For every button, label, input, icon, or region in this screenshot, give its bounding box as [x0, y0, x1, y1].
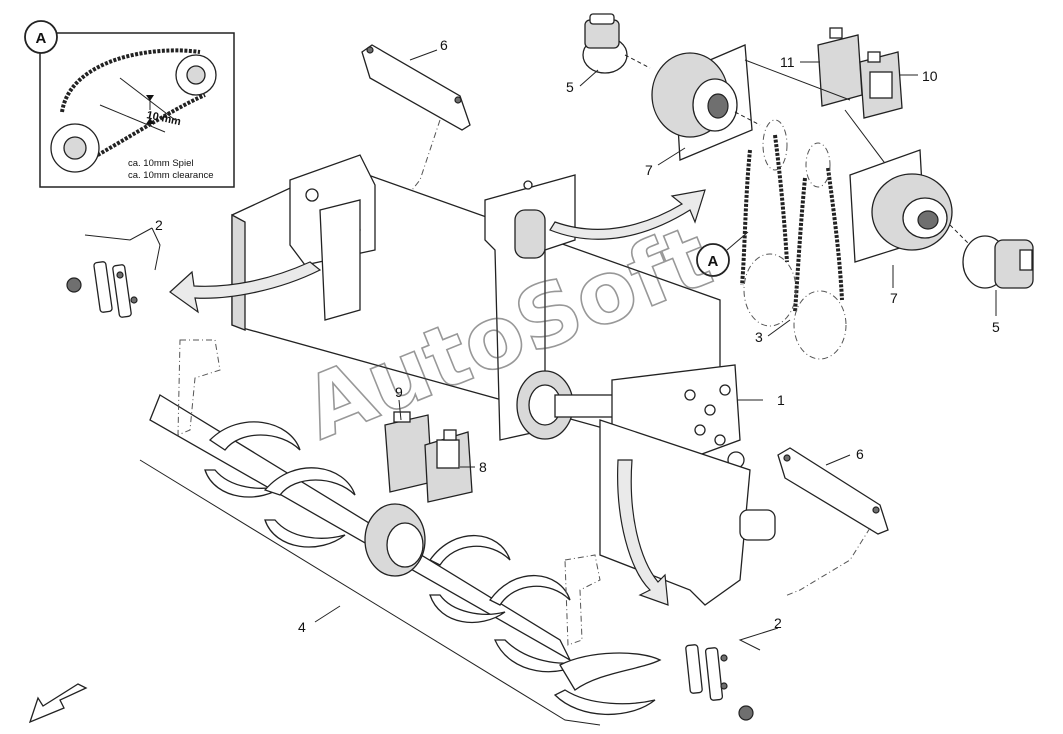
auger-flight-4 — [489, 575, 586, 673]
detail-badge-chain: A — [696, 231, 749, 277]
detail-badge-inset-letter: A — [36, 30, 47, 47]
callout-frame: 1 — [777, 392, 785, 408]
detail-badge-chain-letter: A — [708, 253, 719, 270]
callout-cover-top: 6 — [440, 37, 448, 53]
auger-assembly — [139, 339, 662, 726]
callout-cover-right: 6 — [856, 446, 864, 462]
callout-labels: 2 6 5 7 11 10 7 5 3 1 6 2 8 9 4 — [155, 37, 1000, 635]
arrow-lower-right — [617, 459, 669, 606]
oil-bottle-small — [424, 429, 473, 503]
callout-oil-small: 8 — [479, 459, 487, 475]
arrow-left-frame — [169, 261, 322, 314]
callout-bracket-right: 2 — [774, 615, 782, 631]
callout-oil-big: 9 — [395, 384, 403, 400]
callout-bracket-left: 2 — [155, 217, 163, 233]
gearbox-right — [849, 149, 971, 263]
gearbox-top — [651, 44, 761, 161]
bracket-set-left — [66, 261, 138, 318]
auger-drive-hub — [364, 503, 426, 577]
detail-inset-a: 10 mm ca. 10mm Spiel ca. 10mm clearance — [39, 32, 235, 188]
callout-chain: 3 — [755, 329, 763, 345]
callout-canister-right: 10 — [922, 68, 938, 84]
bracket-set-right — [685, 644, 754, 721]
cover-plate-top — [361, 44, 471, 196]
callout-motor-right: 5 — [992, 319, 1000, 335]
cover-plate-right — [777, 447, 889, 597]
callout-motor-top: 5 — [566, 79, 574, 95]
oil-canister-large-top — [817, 27, 863, 107]
callout-gearbox-right: 7 — [890, 290, 898, 306]
inset-chain-drive — [50, 48, 217, 173]
callout-canister-left: 11 — [780, 54, 795, 70]
callout-auger: 4 — [298, 619, 306, 635]
oil-canister-small-top — [859, 51, 903, 119]
inset-note-german: ca. 10mm Spiel — [128, 158, 193, 169]
main-frame — [231, 154, 776, 606]
auger-flight-3 — [429, 535, 511, 624]
auger-flight-5 — [553, 652, 662, 716]
inset-note-english: ca. 10mm clearance — [128, 170, 214, 181]
callout-leaders — [84, 49, 997, 651]
frame-drive-housing — [516, 370, 574, 440]
hydraulic-motor-top — [582, 13, 651, 74]
drive-chains — [740, 119, 847, 360]
callout-gearbox-top: 7 — [645, 162, 653, 178]
direction-arrow-bottom-left — [28, 683, 88, 724]
arrow-upper-right — [549, 189, 706, 240]
detail-badge-inset: A — [24, 20, 58, 54]
hydraulic-motor-right — [962, 235, 1034, 289]
auger-flight-2 — [263, 467, 356, 548]
